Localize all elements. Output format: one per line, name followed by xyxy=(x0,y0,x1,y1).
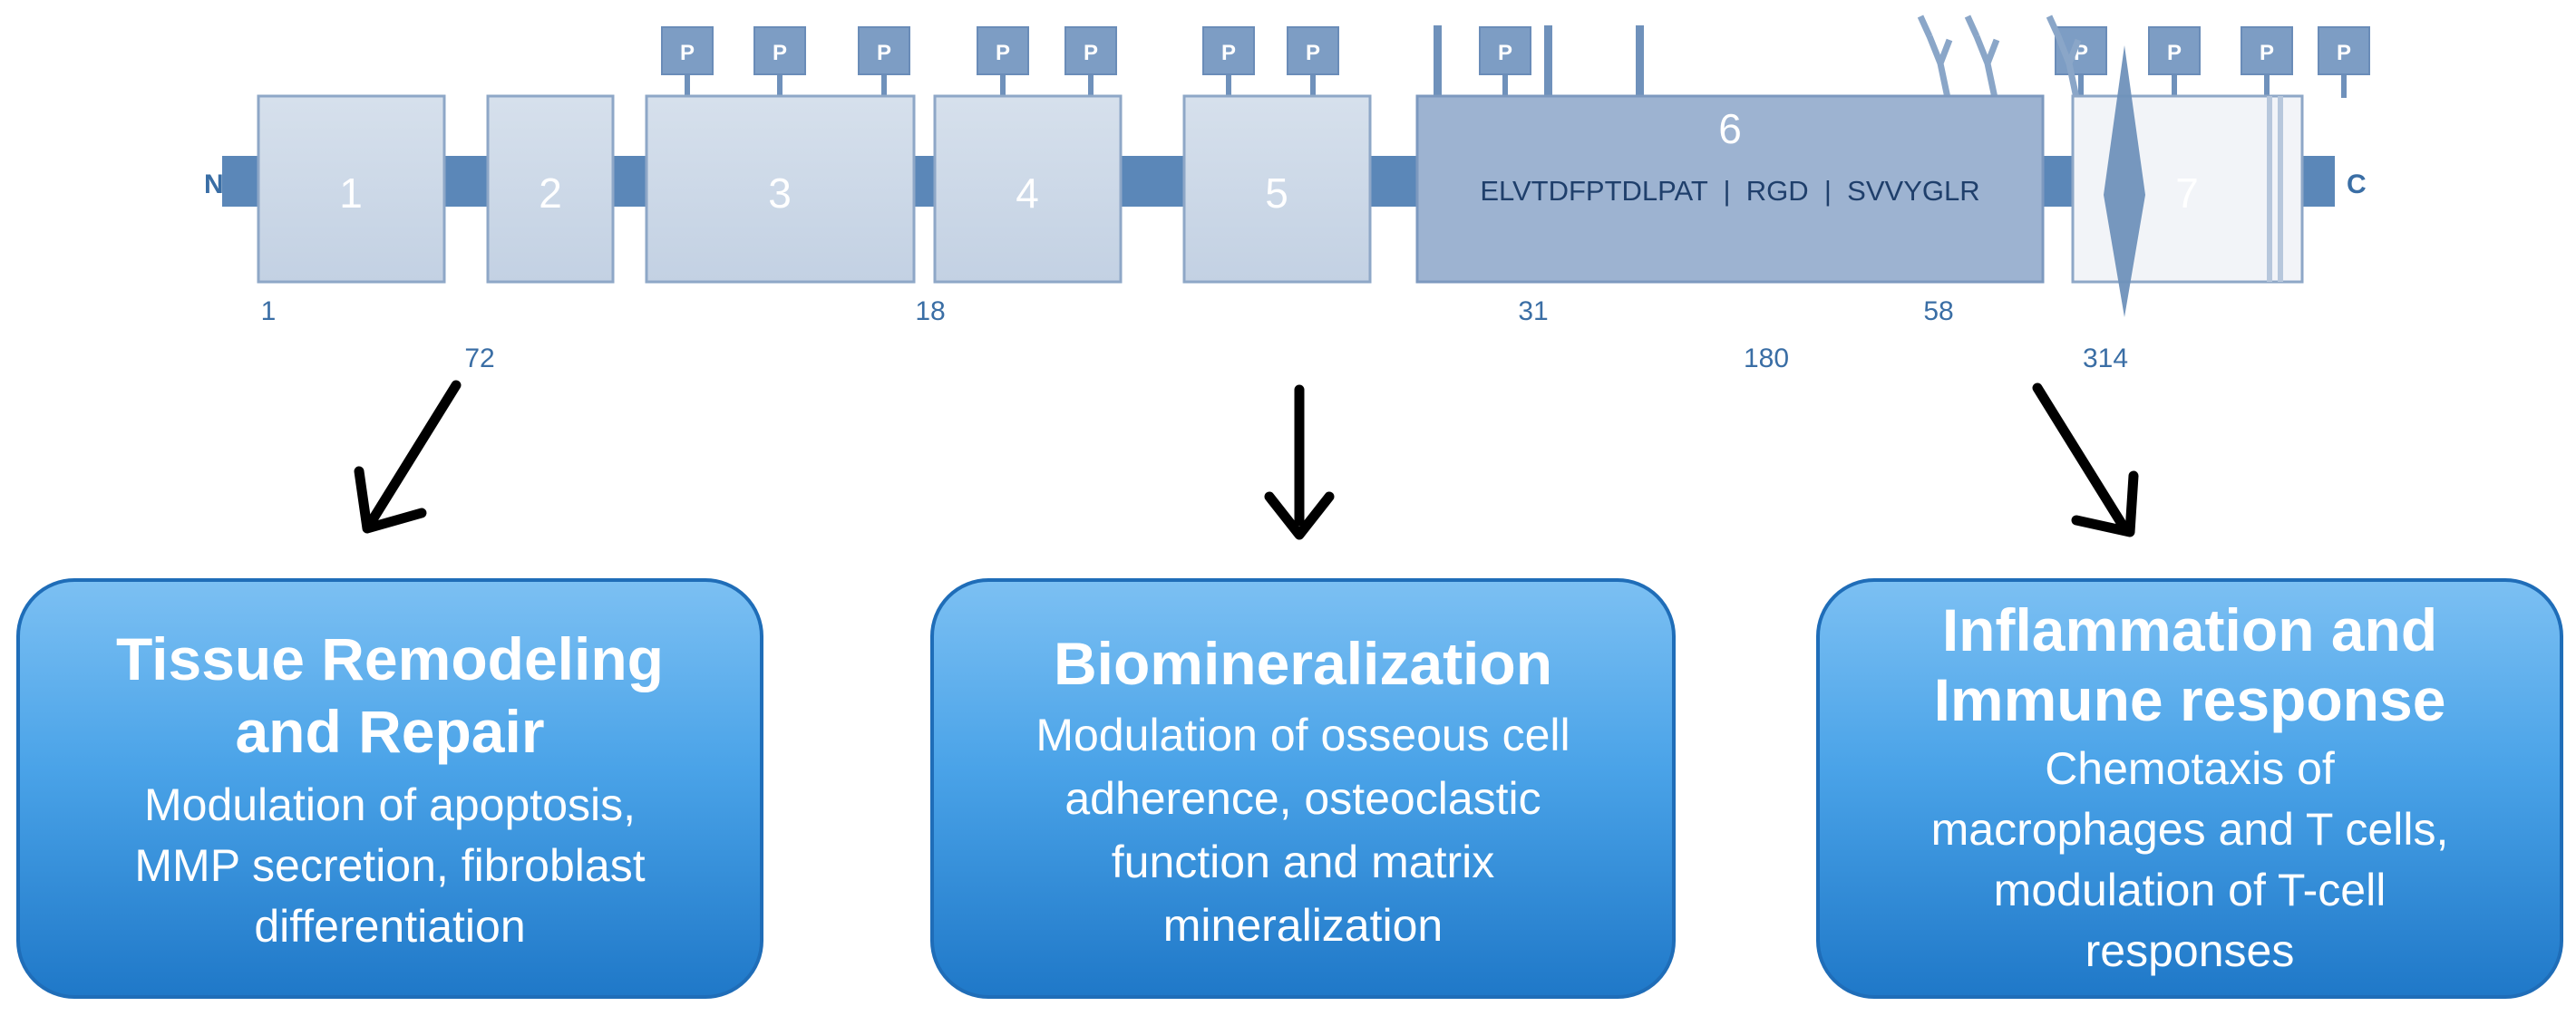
phospho-stem xyxy=(1502,73,1508,98)
box-background xyxy=(1816,578,2563,999)
exon-1-label: 1 xyxy=(339,169,363,217)
n-terminus-label: N xyxy=(204,169,224,199)
box-body: adherence, osteoclastic xyxy=(1064,773,1541,824)
pin-2 xyxy=(1544,25,1552,96)
exon-7-stripe xyxy=(2278,96,2283,282)
phospho-label: P xyxy=(1221,41,1236,65)
cleavage-site-marker xyxy=(2104,45,2145,317)
exon-7-stripe xyxy=(2267,96,2272,282)
phospho-label: P xyxy=(1498,41,1512,65)
exon-6-sequence: ELVTDFPTDLPAT | RGD | SVVYGLR xyxy=(1480,175,1979,207)
box-body: Modulation of osseous cell xyxy=(1035,710,1570,760)
box-body: mineralization xyxy=(1163,900,1443,951)
exon-4 xyxy=(933,94,1123,284)
box-background xyxy=(16,578,763,999)
exon-1 xyxy=(257,94,446,284)
exons xyxy=(257,45,2304,317)
arrow-left xyxy=(354,380,462,534)
exon-3 xyxy=(645,94,916,284)
exon-6 xyxy=(1415,94,2045,284)
sugar-chain-icon xyxy=(1964,15,2000,99)
arrows xyxy=(354,380,2139,540)
phospho-stem xyxy=(1226,73,1231,98)
exon-2 xyxy=(486,94,615,284)
box-title: Immune response xyxy=(1934,666,2446,733)
phospho-stem xyxy=(685,73,690,98)
function-box-biomineralization: Biomineralization Modulation of osseous … xyxy=(930,578,1676,999)
box-body: macrophages and T cells, xyxy=(1931,804,2449,855)
phospho-stem xyxy=(1088,73,1094,98)
position-label: 72 xyxy=(464,344,494,373)
phospho-label: P xyxy=(2260,41,2274,65)
phospho-label: P xyxy=(773,41,787,65)
phospho-site-icon xyxy=(858,26,910,75)
phospho-stem xyxy=(881,73,887,98)
phospho-stem xyxy=(777,73,783,98)
position-label: 314 xyxy=(2083,344,2128,373)
phospho-site-icon xyxy=(2148,26,2201,75)
arrow-middle xyxy=(1264,384,1335,540)
phospho-site-icon xyxy=(1202,26,1255,75)
box-title: Inflammation and xyxy=(1942,596,2437,663)
box-background xyxy=(930,578,1676,999)
phospho-stem xyxy=(2264,73,2270,98)
position-label: 1 xyxy=(261,296,277,326)
phospho-stem xyxy=(1310,73,1316,98)
exon-7-label: 7 xyxy=(2175,169,2199,217)
exon-2-label: 2 xyxy=(539,169,562,217)
position-label: 18 xyxy=(915,296,945,326)
phospho-site-icon xyxy=(661,26,714,75)
position-label: 58 xyxy=(1923,296,1953,326)
sugar-chain-icons xyxy=(1917,15,2082,99)
box-body: responses xyxy=(2085,925,2295,976)
box-body: function and matrix xyxy=(1112,837,1494,887)
box-body: Modulation of apoptosis, xyxy=(144,779,636,830)
phospho-site-icon xyxy=(753,26,806,75)
phospho-stem xyxy=(2078,73,2084,98)
box-body: Chemotaxis of xyxy=(2045,743,2335,794)
glycosylation-pins xyxy=(1434,25,1644,96)
phospho-stem xyxy=(2172,73,2177,98)
phospho-label: P xyxy=(877,41,891,65)
phospho-stem xyxy=(2341,73,2347,98)
pin-1 xyxy=(1434,25,1442,96)
exon-5-label: 5 xyxy=(1265,169,1288,217)
exon-6-label: 6 xyxy=(1718,105,1742,152)
arrow-right xyxy=(2032,382,2139,537)
exon-5 xyxy=(1182,94,1372,284)
phospho-label: P xyxy=(1306,41,1320,65)
box-title: Biomineralization xyxy=(1054,630,1552,697)
box-body: modulation of T-cell xyxy=(1994,865,2386,915)
phospho-site-icon xyxy=(977,26,1029,75)
phospho-stem xyxy=(1000,73,1006,98)
phospho-site-icon xyxy=(1287,26,1339,75)
position-label: 31 xyxy=(1518,296,1548,326)
phospho-site-icon xyxy=(2241,26,2293,75)
phospho-label: P xyxy=(2337,41,2351,65)
position-label: 180 xyxy=(1744,344,1789,373)
phospho-site-icon xyxy=(1064,26,1117,75)
box-title: and Repair xyxy=(235,698,544,765)
phospho-label: P xyxy=(2167,41,2182,65)
function-box-tissue: Tissue Remodeling and Repair Modulation … xyxy=(16,578,763,999)
phospho-label: P xyxy=(680,41,695,65)
exon-3-label: 3 xyxy=(768,169,792,217)
phospho-label: P xyxy=(1084,41,1098,65)
sugar-chain-icon xyxy=(2046,15,2082,99)
c-terminus-label: C xyxy=(2347,169,2367,199)
sugar-chain-icon xyxy=(1917,15,1953,99)
box-body: differentiation xyxy=(254,901,525,952)
phospho-site-icon xyxy=(2318,26,2370,75)
exon-4-label: 4 xyxy=(1016,169,1039,217)
phospho-label: P xyxy=(996,41,1010,65)
function-box-inflammation: Inflammation and Immune response Chemota… xyxy=(1816,578,2563,999)
box-title: Tissue Remodeling xyxy=(116,625,664,692)
box-body: MMP secretion, fibroblast xyxy=(134,840,645,891)
phospho-site-icon xyxy=(1479,26,1531,75)
pin-3 xyxy=(1636,25,1644,96)
